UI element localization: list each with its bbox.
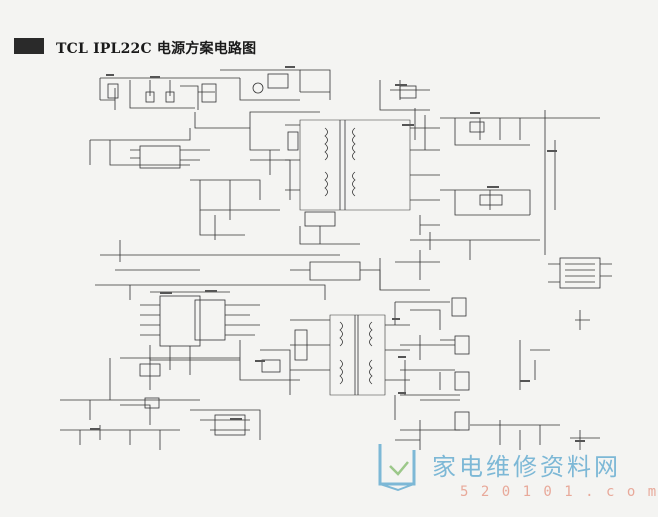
dimming-section	[470, 310, 600, 450]
watermark-url: 5 2 0 1 0 1 . c o m	[460, 484, 658, 500]
watermark-site-name: 家电维修资料网	[432, 453, 621, 481]
output-rectifier-section	[379, 80, 600, 260]
connector-block	[548, 257, 612, 289]
main-transformer-section	[285, 119, 440, 245]
inverter-transformer-section	[290, 314, 410, 396]
open-box-logo	[378, 444, 416, 492]
standby-section	[100, 240, 440, 291]
input-filter-section	[99, 69, 331, 110]
page-title: TCL IPL22C 电源方案电路图	[56, 41, 257, 57]
inverter-controller-section	[95, 284, 326, 400]
pfc-controller-section	[89, 111, 320, 240]
lamp-output-section	[394, 297, 470, 450]
protection-section	[60, 397, 261, 450]
title-black-block	[14, 38, 44, 54]
component-label-marks	[90, 66, 585, 442]
